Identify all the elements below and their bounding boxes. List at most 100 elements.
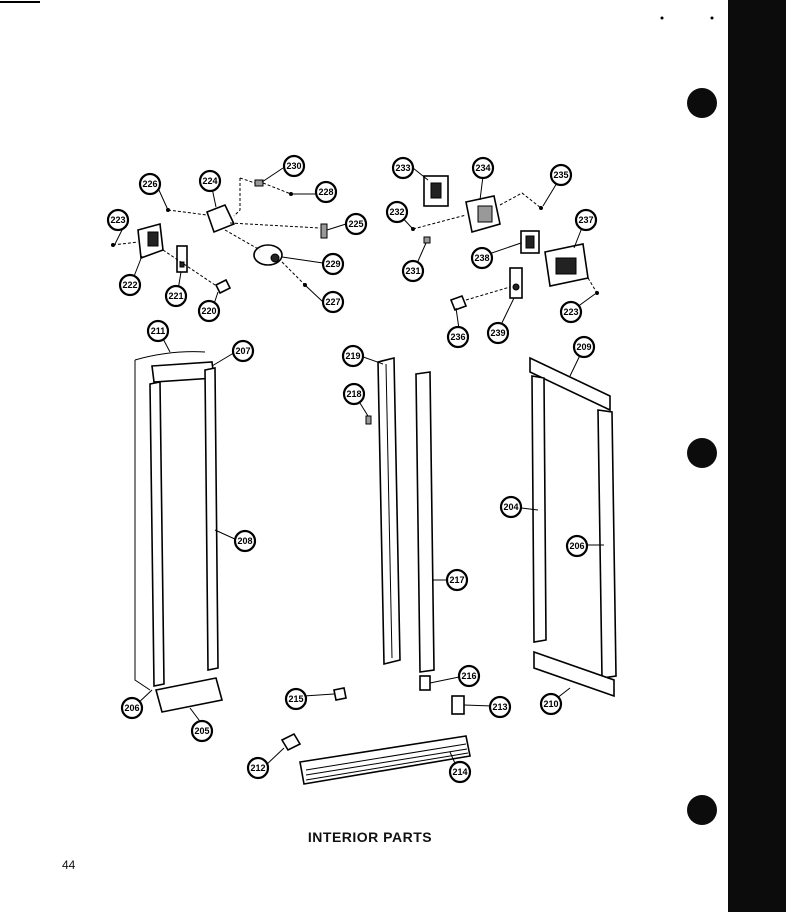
- callout: 230: [282, 154, 306, 178]
- callout: 228: [314, 180, 338, 204]
- svg-text:208: 208: [237, 536, 252, 546]
- svg-text:219: 219: [345, 351, 360, 361]
- binder-hole: [687, 88, 717, 118]
- part-233-window: [430, 182, 442, 199]
- svg-text:225: 225: [348, 219, 363, 229]
- callout: 239: [486, 321, 510, 345]
- center-mullion: [280, 356, 471, 785]
- callout: 210: [539, 692, 563, 716]
- svg-text:214: 214: [452, 767, 467, 777]
- callout: 222: [118, 273, 142, 297]
- callout: 206: [565, 534, 589, 558]
- callout: 223: [106, 208, 130, 232]
- part-222-window: [147, 231, 159, 247]
- svg-text:204: 204: [503, 502, 518, 512]
- part-211-wire: [134, 351, 206, 691]
- callout: 238: [470, 246, 494, 270]
- svg-text:210: 210: [543, 699, 558, 709]
- callout: 237: [574, 208, 598, 232]
- svg-text:221: 221: [168, 291, 183, 301]
- part-217-strip: [415, 371, 435, 673]
- callout: 216: [457, 664, 481, 688]
- callout: 227: [321, 290, 345, 314]
- dashed-leader: [262, 182, 292, 195]
- svg-text:206: 206: [569, 541, 584, 551]
- callout: 212: [246, 756, 270, 780]
- part-204-vertical: [531, 375, 547, 643]
- part-224-bracket: [205, 203, 236, 234]
- part-208-vertical: [204, 367, 219, 671]
- svg-text:222: 222: [122, 280, 137, 290]
- dashed-leader: [224, 229, 261, 251]
- svg-text:206: 206: [124, 703, 139, 713]
- dashed-leader: [587, 277, 598, 294]
- callout: 218: [342, 382, 366, 406]
- part-206-vertical: [597, 409, 617, 679]
- svg-text:228: 228: [318, 187, 333, 197]
- callout: 220: [197, 299, 221, 323]
- page-number: 44: [62, 858, 76, 872]
- callouts: 226 224 230 228 233 234 235 223 222 221 …: [106, 154, 598, 784]
- speck: [710, 16, 714, 20]
- svg-text:230: 230: [286, 161, 301, 171]
- leader-lines: [114, 167, 604, 771]
- part-229-knob: [270, 253, 280, 263]
- svg-text:209: 209: [576, 342, 591, 352]
- part-213-block: [451, 695, 465, 715]
- dashed-leader: [412, 214, 467, 230]
- callout: 236: [446, 325, 470, 349]
- part-214-grille: [299, 735, 471, 785]
- callout: 223: [559, 300, 583, 324]
- dashed-leader: [167, 209, 208, 216]
- dashed-leader: [162, 249, 216, 286]
- dashed-leader: [465, 286, 511, 301]
- callout: 235: [549, 163, 573, 187]
- part-212-clip: [280, 732, 302, 752]
- callout: 211: [146, 319, 170, 343]
- svg-text:227: 227: [325, 297, 340, 307]
- callout: 231: [401, 259, 425, 283]
- part-230-fastener: [254, 179, 264, 187]
- part-frame-left-vertical: [149, 381, 165, 687]
- svg-text:238: 238: [474, 253, 489, 263]
- svg-text:216: 216: [461, 671, 476, 681]
- binder-hole: [687, 795, 717, 825]
- svg-text:205: 205: [194, 726, 209, 736]
- right-control-assembly: [411, 175, 599, 312]
- part-239-plate: [509, 267, 523, 299]
- mullion-groove: [385, 363, 393, 659]
- svg-text:233: 233: [395, 163, 410, 173]
- part-225-pin: [320, 223, 328, 239]
- svg-text:226: 226: [142, 179, 157, 189]
- callout: 234: [471, 156, 495, 180]
- callout: 208: [233, 529, 257, 553]
- svg-text:239: 239: [490, 328, 505, 338]
- svg-text:220: 220: [201, 306, 216, 316]
- part-237-window: [555, 257, 577, 275]
- dashed-leader: [112, 241, 139, 246]
- svg-text:231: 231: [405, 266, 420, 276]
- dashed-leader: [239, 177, 256, 184]
- part-220-clip: [214, 278, 232, 295]
- callout: 224: [198, 169, 222, 193]
- svg-text:217: 217: [449, 575, 464, 585]
- callout: 232: [385, 200, 409, 224]
- callout: 206: [120, 696, 144, 720]
- svg-text:235: 235: [553, 170, 568, 180]
- part-236-clip: [449, 294, 468, 312]
- callout: 226: [138, 172, 162, 196]
- callout: 221: [164, 284, 188, 308]
- svg-text:224: 224: [202, 176, 217, 186]
- part-210-bottom-rail: [533, 650, 615, 698]
- right-door-frame: [529, 356, 617, 698]
- dashed-leader: [229, 222, 321, 229]
- svg-text:234: 234: [475, 163, 490, 173]
- part-216-clip: [419, 675, 431, 691]
- callout: 233: [391, 156, 415, 180]
- dashed-leader: [281, 261, 306, 286]
- part-239-hole: [512, 283, 520, 291]
- part-231-fastener: [423, 236, 431, 244]
- svg-text:212: 212: [250, 763, 265, 773]
- part-238-grid: [525, 235, 535, 249]
